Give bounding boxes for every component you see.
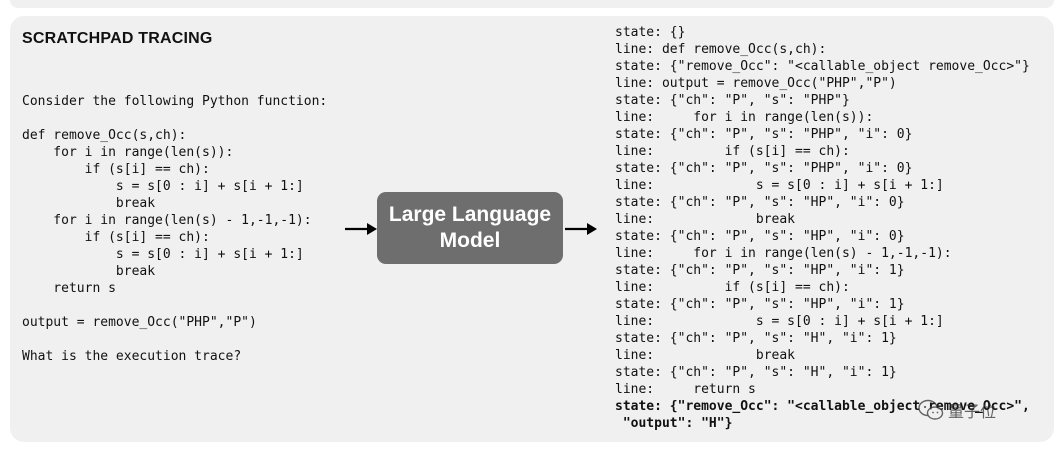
trace-line: state: {"ch": "P", "s": "HP", "i": 0} (615, 229, 905, 244)
trace-line: state: {"ch": "P", "s": "PHP"} (615, 93, 850, 108)
trace-line: line: if (s[i] == ch): (615, 280, 850, 295)
trace-line: line: return s (615, 382, 756, 397)
trace-line: state: {"ch": "P", "s": "H", "i": 1} (615, 331, 897, 346)
trace-line: line: break (615, 348, 796, 363)
trace-line: state: {"ch": "P", "s": "HP", "i": 1} (615, 297, 905, 312)
wechat-icon (918, 399, 944, 420)
trace-line: state: {"ch": "P", "s": "HP", "i": 1} (615, 263, 905, 278)
watermark-text: 量子位 (948, 402, 997, 421)
prompt-text: Consider the following Python function: … (22, 94, 328, 364)
llm-label: Large Language Model (388, 203, 552, 252)
top-strip (10, 0, 1054, 8)
trace-line: state: {"ch": "P", "s": "H", "i": 1} (615, 365, 897, 380)
trace-line: state: {} (615, 25, 686, 40)
trace-line: line: if (s[i] == ch): (615, 144, 850, 159)
trace-line: line: for i in range(len(s)): (615, 110, 874, 125)
trace-line: line: for i in range(len(s) - 1,-1,-1): (615, 246, 952, 261)
trace-line: state: {"ch": "P", "s": "PHP", "i": 0} (615, 127, 913, 142)
trace-line: line: s = s[0 : i] + s[i + 1:] (615, 178, 944, 193)
trace-line: state: {"ch": "P", "s": "PHP", "i": 0} (615, 161, 913, 176)
watermark: 量子位 (918, 398, 996, 422)
trace-line: state: {"remove_Occ": "<callable_object … (615, 59, 1030, 74)
trace-final-state: state: {"remove_Occ": "<callable_object … (615, 399, 1030, 414)
trace-line: line: s = s[0 : i] + s[i + 1:] (615, 314, 944, 329)
figure-title: SCRATCHPAD TRACING (22, 30, 213, 47)
trace-line: line: output = remove_Occ("PHP","P") (615, 76, 897, 91)
trace-line: line: break (615, 212, 796, 227)
execution-trace: state: {} line: def remove_Occ(s,ch):stat… (615, 24, 1030, 432)
llm-box: Large Language Model (377, 192, 563, 264)
input-arrow-icon (345, 223, 377, 235)
trace-line: state: {"ch": "P", "s": "HP", "i": 0} (615, 195, 905, 210)
trace-line: line: def remove_Occ(s,ch): (615, 42, 827, 57)
output-arrow-icon (565, 223, 597, 235)
trace-final-state: "output": "H"} (615, 416, 733, 431)
